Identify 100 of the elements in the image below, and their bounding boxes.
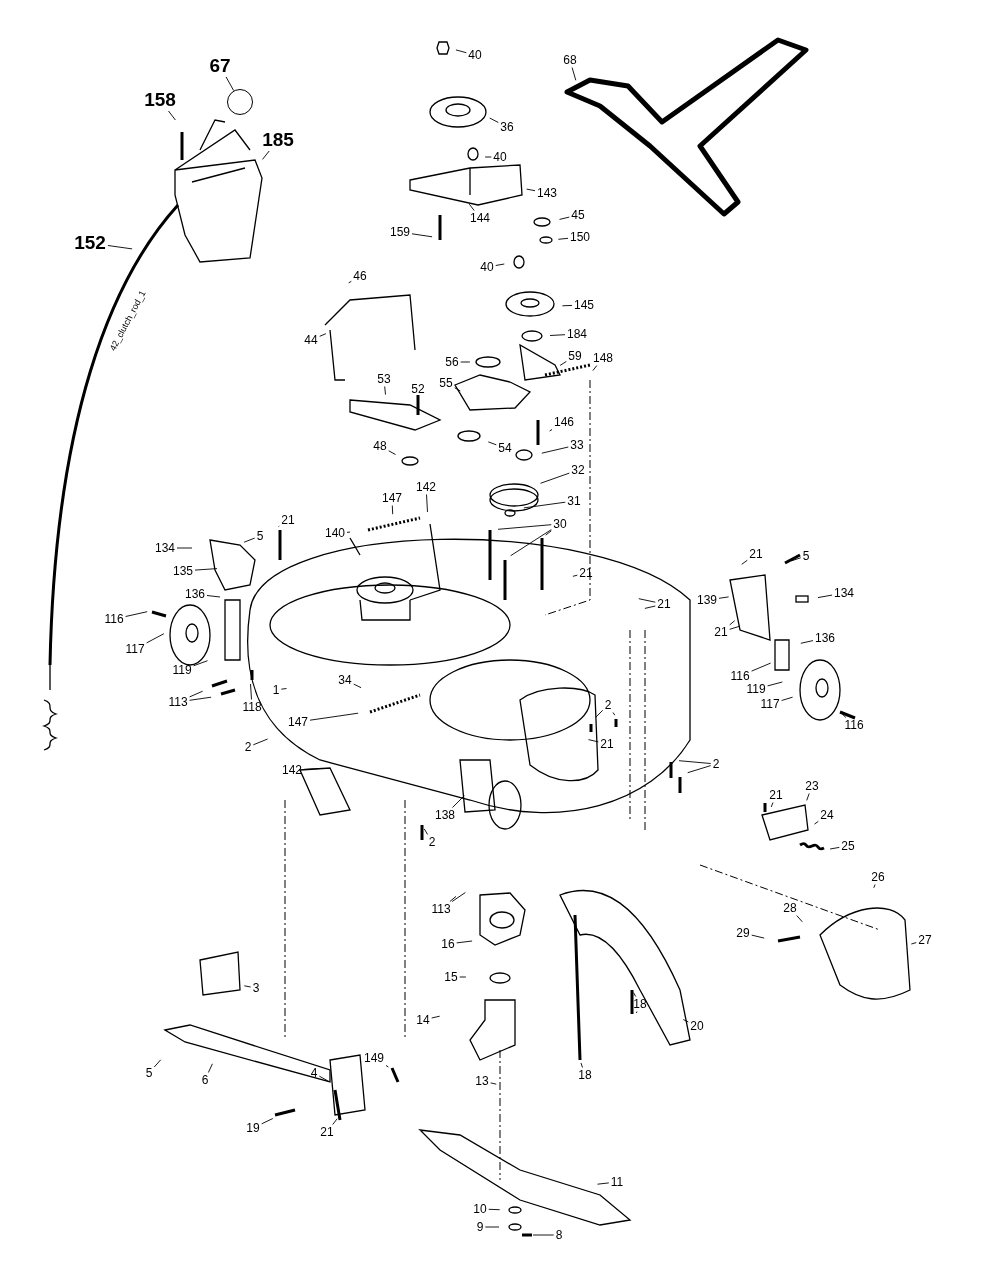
leader-line <box>729 620 736 626</box>
leader-line <box>146 633 165 644</box>
callout-number: 143 <box>537 186 557 200</box>
leader-line <box>423 828 429 835</box>
leader-line <box>452 795 465 808</box>
callout-number: 117 <box>760 697 780 711</box>
leader-line <box>545 530 552 536</box>
leader-line <box>332 1118 338 1125</box>
callout-number: 10 <box>473 1202 487 1216</box>
leader-line <box>549 429 553 432</box>
leader-line <box>682 1019 689 1023</box>
callout-number: 184 <box>567 327 587 341</box>
callout-number: 136 <box>185 587 205 601</box>
leader-line <box>532 1234 555 1236</box>
leader-line <box>484 156 492 158</box>
leader-line <box>243 537 256 543</box>
leader-line <box>497 524 552 530</box>
leader-line <box>841 713 847 718</box>
callout-number: 21 <box>657 597 671 611</box>
callout-number: 5 <box>802 549 810 563</box>
leader-line <box>385 1065 389 1068</box>
callout-number: 185 <box>262 130 294 150</box>
callout-number: 54 <box>498 441 512 455</box>
callout-number: 21 <box>281 513 295 527</box>
callout-number: 147 <box>382 491 402 505</box>
callout-number: 150 <box>570 230 590 244</box>
leader-line <box>449 895 457 902</box>
leader-line <box>353 683 362 689</box>
callout-number: 1 <box>272 683 280 697</box>
leader-line <box>495 263 505 266</box>
leader-line <box>125 611 148 617</box>
leader-line <box>243 985 252 988</box>
leader-line <box>559 361 567 366</box>
callout-number: 56 <box>445 355 459 369</box>
leader-line <box>541 446 569 454</box>
callout-number: 20 <box>690 1019 704 1033</box>
callout-number: 18 <box>633 997 647 1011</box>
callout-number: 138 <box>435 808 455 822</box>
callout-number: 27 <box>918 933 932 947</box>
leader-line <box>391 505 394 515</box>
callout-number: 159 <box>390 225 410 239</box>
callout-number: 23 <box>805 779 819 793</box>
callout-number: 140 <box>325 526 345 540</box>
leader-line <box>817 594 833 599</box>
leader-line <box>225 76 235 92</box>
leader-line <box>426 494 428 513</box>
leader-line <box>687 765 712 774</box>
leader-line <box>526 188 536 192</box>
leader-line <box>484 1226 500 1228</box>
leader-line <box>250 683 252 700</box>
leader-line <box>278 525 280 528</box>
callout-number: 116 <box>844 718 864 732</box>
callout-number: 26 <box>871 870 885 884</box>
callout-number: 30 <box>553 517 567 531</box>
leader-line <box>384 386 386 396</box>
leader-line <box>873 884 876 889</box>
leader-line <box>829 846 840 850</box>
leader-line <box>633 992 637 997</box>
leader-line <box>910 942 917 945</box>
callout-number: 117 <box>125 642 145 656</box>
callout-number: 19 <box>246 1121 260 1135</box>
callout-number: 33 <box>570 438 584 452</box>
leader-line <box>207 1063 213 1073</box>
leader-line <box>580 1062 583 1068</box>
leader-line <box>644 605 656 609</box>
callout-number: 40 <box>468 48 482 62</box>
callout-number: 21 <box>769 788 783 802</box>
callout-number: 148 <box>593 351 613 365</box>
callout-number: 9 <box>476 1220 484 1234</box>
leader-line <box>459 976 467 978</box>
callout-number: 142 <box>282 763 302 777</box>
callout-number: 119 <box>746 682 766 696</box>
leader-line <box>417 396 419 404</box>
callout-number: 32 <box>571 463 585 477</box>
callout-number: 53 <box>377 372 391 386</box>
callout-number: 24 <box>820 808 834 822</box>
callout-number: 149 <box>364 1051 384 1065</box>
leader-line <box>523 501 566 509</box>
callout-number: 134 <box>834 586 854 600</box>
leader-line <box>781 696 794 701</box>
callout-number: 146 <box>554 415 574 429</box>
leader-line <box>638 598 656 603</box>
callout-number: 5 <box>145 1066 153 1080</box>
callout-number: 44 <box>304 333 318 347</box>
leader-line <box>189 690 204 698</box>
callout-number: 119 <box>172 663 192 677</box>
callout-number: 113 <box>431 902 451 916</box>
leader-line <box>411 233 433 238</box>
callout-number: 5 <box>256 529 264 543</box>
callout-number: 59 <box>568 349 582 363</box>
callout-number: 28 <box>783 901 797 915</box>
callout-number: 16 <box>441 937 455 951</box>
leader-line <box>612 712 616 716</box>
leader-line <box>193 660 208 667</box>
callout-number: 18 <box>578 1068 592 1082</box>
leader-line <box>729 625 741 630</box>
leader-line <box>280 688 287 690</box>
callout-number: 21 <box>714 625 728 639</box>
callout-number: 13 <box>475 1074 489 1088</box>
callout-number: 52 <box>411 382 425 396</box>
